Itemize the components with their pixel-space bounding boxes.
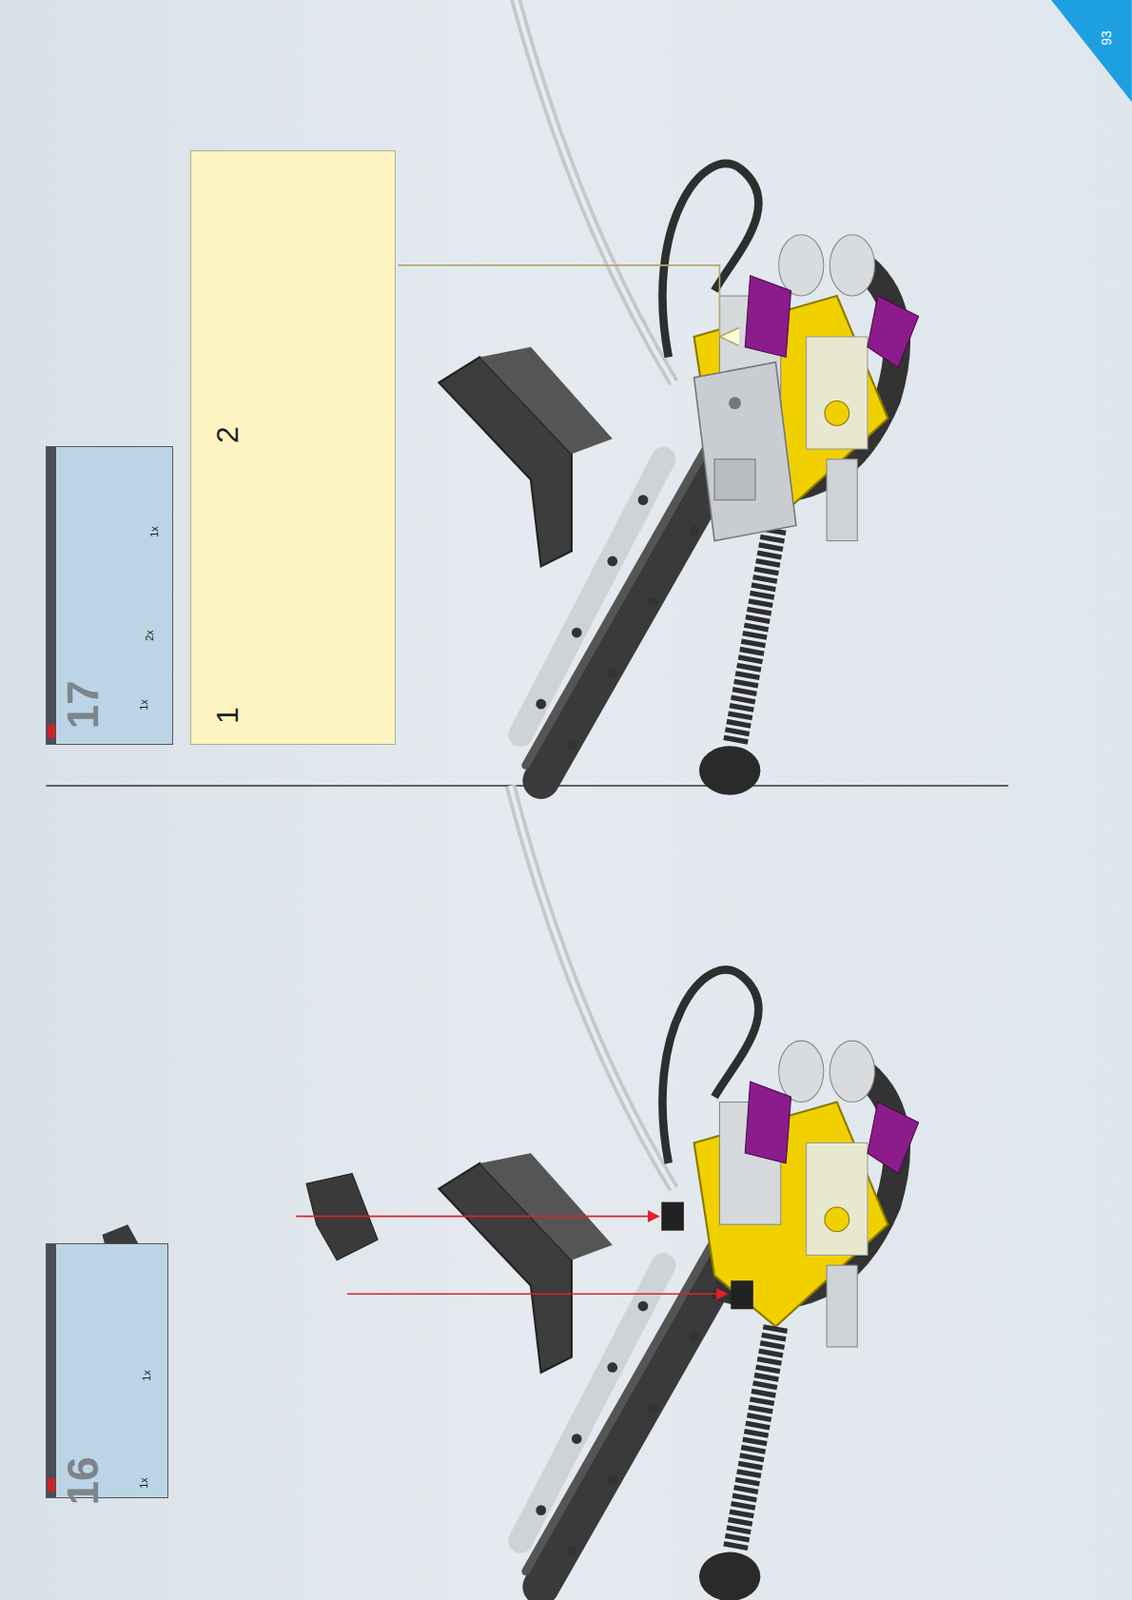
substep-number: 2 <box>212 426 243 444</box>
logo-mark <box>47 724 56 739</box>
part-count: 1x <box>138 1477 150 1489</box>
step-number: 16 <box>60 1456 105 1505</box>
page-number: 93 <box>1099 30 1113 46</box>
part-count: 2x <box>144 629 156 642</box>
substep-number: 1 <box>212 706 243 724</box>
step-number: 17 <box>60 680 105 729</box>
part-count: 1x <box>141 1369 153 1382</box>
header-strip <box>46 1244 57 1498</box>
parts-box: 161x1x <box>45 1243 169 1499</box>
part-count: 1x <box>149 526 160 538</box>
part-count: 1x <box>138 699 150 711</box>
substep-panel: 12 <box>190 150 396 745</box>
header-strip <box>46 447 57 744</box>
logo-mark <box>47 1478 56 1492</box>
parts-box: 17 1x 2x 1x <box>45 446 174 745</box>
